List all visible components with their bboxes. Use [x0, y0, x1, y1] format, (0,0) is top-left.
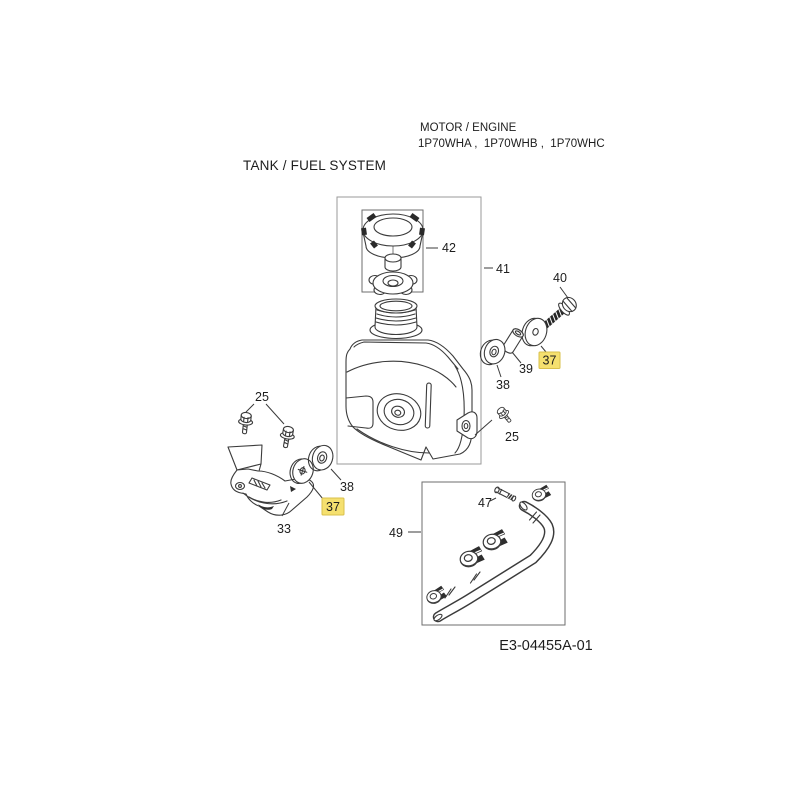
highlight-37-right[interactable]	[538, 351, 561, 369]
callout-25-screw-right: 25	[505, 430, 519, 444]
engine-section-label: MOTOR / ENGINE	[420, 122, 517, 134]
fuel-cap-assembly	[361, 212, 425, 296]
leader-25-right	[474, 419, 493, 436]
leader-25-left	[245, 403, 285, 425]
washer-37-right	[521, 317, 548, 347]
leader-38-left	[330, 468, 342, 481]
callout-37-washer-right[interactable]: 37	[543, 354, 557, 368]
fuel-tank	[345, 298, 478, 461]
callout-37-washer-left[interactable]: 37	[326, 500, 340, 514]
hose-end-bottom	[433, 613, 443, 622]
fuel-hose	[432, 500, 555, 623]
fuel-hose-box	[421, 481, 566, 626]
leader-39	[511, 351, 522, 364]
leader-33	[281, 502, 290, 517]
callout-25-screws-left: 25	[255, 390, 269, 404]
grommet-38-right	[479, 338, 506, 366]
pin-47	[494, 486, 517, 502]
spacer-39	[502, 328, 524, 354]
leader-47	[489, 497, 497, 502]
callout-38-grommet-left: 38	[340, 480, 354, 494]
callout-49-fuel-hose: 49	[389, 526, 403, 540]
highlight-badge-37-left[interactable]: 37	[321, 497, 345, 516]
hose-clamp-top	[530, 483, 553, 503]
highlight-badge-37-right[interactable]: 37	[538, 351, 561, 369]
hose-clamp-bottom	[424, 584, 449, 606]
leader-37-right	[540, 345, 547, 353]
grommet-38-left	[307, 444, 334, 472]
callout-38-grommet-right: 38	[496, 378, 510, 392]
engine-model-codes: 1P70WHA , 1P70WHB , 1P70WHC	[418, 138, 605, 150]
hose-clamp-mid-a	[480, 527, 510, 552]
callout-41-tank-assembly: 41	[496, 262, 510, 276]
tank-mount-tab	[456, 411, 478, 440]
fuel-hose-assembly: 47	[424, 483, 555, 623]
screw-25-right	[494, 404, 515, 426]
leader-40	[559, 286, 569, 299]
screw-25-left-a	[236, 411, 255, 435]
callout-33-bracket: 33	[277, 522, 291, 536]
leader-37-left	[308, 481, 324, 500]
hose-end-top	[519, 501, 528, 511]
callout-39-spacer: 39	[519, 362, 533, 376]
leader-38-right	[496, 364, 502, 378]
hose-clamp-mid-b	[457, 544, 487, 569]
callout-47-pin: 47	[478, 496, 492, 510]
page-title: TANK / FUEL SYSTEM	[243, 158, 386, 173]
callout-42-fuel-cap: 42	[442, 241, 456, 255]
washer-37-left	[289, 458, 314, 485]
callout-40-bolt: 40	[553, 271, 567, 285]
tank-assembly-box	[336, 196, 482, 465]
screw-25-left-b	[277, 424, 297, 450]
drawing-code: E3-04455A-01	[499, 638, 593, 654]
highlight-37-left[interactable]	[321, 497, 345, 516]
